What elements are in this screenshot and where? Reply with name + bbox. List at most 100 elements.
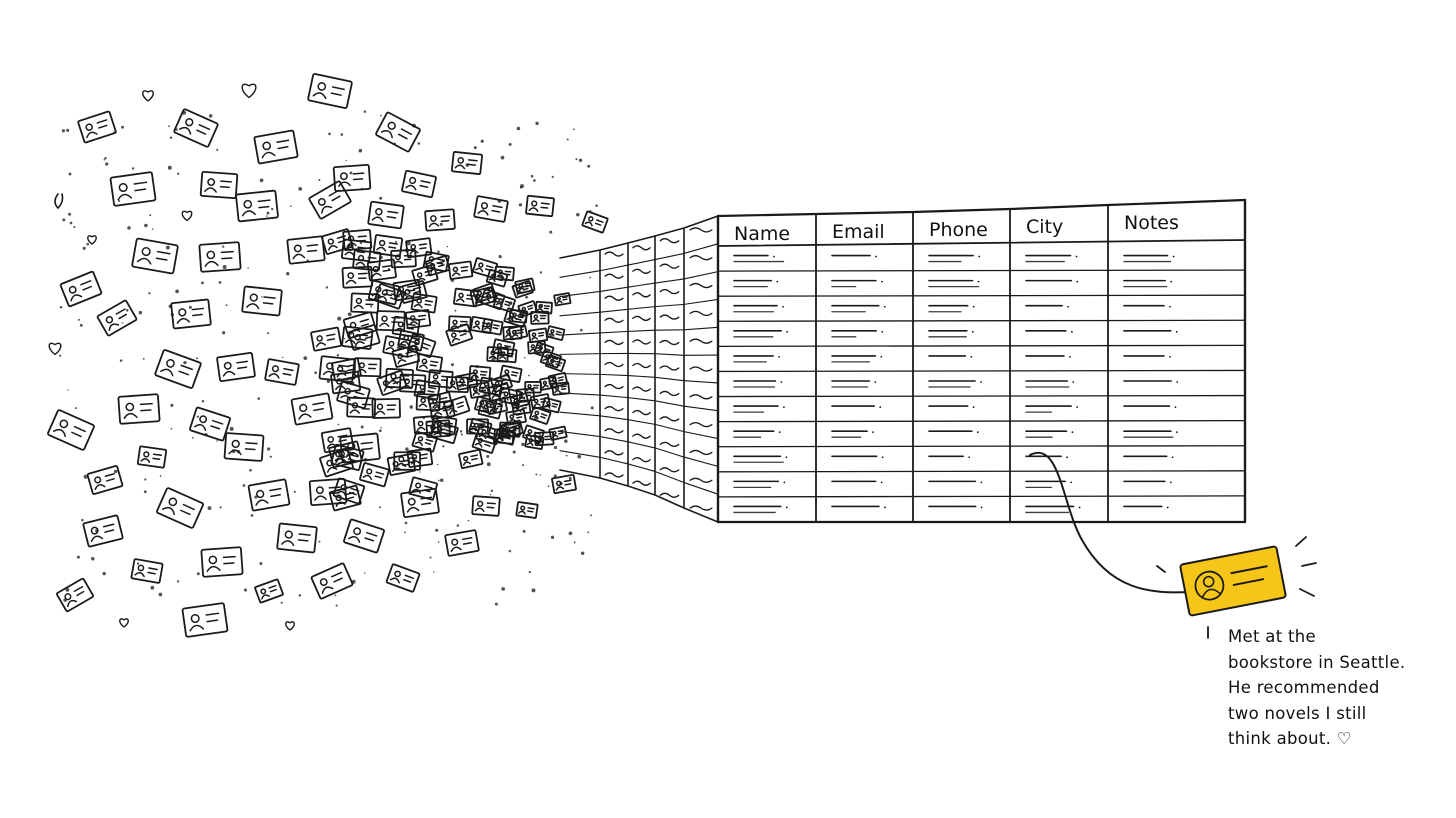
contact-card-icon [367,279,400,306]
contact-card-icon [307,73,353,109]
contact-card-icon [59,270,103,308]
contact-card-icon [393,451,421,471]
heart-icon [181,210,193,222]
contact-card-icon [553,292,572,307]
contact-card-icon [332,164,372,192]
column-header-email: Email [832,221,885,243]
contact-card-icon [223,432,265,462]
contact-card-icon [77,110,117,144]
heart-icon [87,235,97,245]
contact-card-icon [109,171,157,207]
contact-card-icon [131,237,179,275]
contact-card-icon [136,445,168,469]
contact-card-icon [398,280,428,304]
note-line: think about. ♡ [1228,729,1352,748]
contact-card-icon [498,386,522,406]
contact-card-icon [404,309,432,329]
contact-card-icon [551,473,577,495]
contact-card-icon [547,371,569,389]
contact-card-icon [448,315,472,333]
contact-card-icon [198,241,242,273]
contact-card-icon [533,341,555,360]
contact-card-icon [548,425,568,441]
contact-card-icon [474,395,498,415]
contact-card-icon [385,563,421,593]
contact-card-icon [199,171,239,199]
contact-card-icon [375,310,406,332]
contact-card-icon [405,237,433,259]
column-header-city: City [1026,216,1063,238]
contact-card-icon [86,465,124,495]
contact-card-icon [372,234,404,258]
contact-card-icon [346,396,377,419]
contact-card-icon [499,422,522,439]
contact-card-icon [342,311,377,340]
contact-card-icon [445,376,470,394]
contact-card-icon [117,393,161,425]
contact-card-icon [332,477,366,505]
contact-card-icon [310,562,354,600]
contact-card-icon [367,200,405,230]
contact-card-icon [96,299,138,337]
highlighted-contact-card [1156,536,1317,639]
contact-card-icon [382,335,411,358]
contact-card-icon [539,375,558,391]
contact-card-icon [444,529,480,557]
contact-card-icon [130,558,164,584]
note-line: bookstore in Seattle. [1228,652,1406,672]
contact-card-icon [545,325,566,341]
contact-card-icon [189,406,231,442]
contact-card-icon [341,265,374,289]
contact-card-icon [350,292,380,314]
contact-card-icon [515,501,539,519]
contact-card-icon [216,351,256,383]
contact-card-icon [472,257,498,279]
contact-card-icon [170,298,212,330]
contact-card-icon [276,522,318,554]
contact-card-icon [241,285,283,317]
heart-icon [241,83,257,99]
contact-card-icon [496,347,518,364]
contact-card-icon [430,415,458,436]
heart-icon [285,621,295,631]
note-line: He recommended [1228,678,1380,697]
contact-card-icon [475,424,501,446]
contact-card-icon [82,514,124,548]
contact-card-icon [511,280,534,299]
contact-card-icon [469,286,496,308]
contact-card-icon [471,495,501,517]
contact-card-icon [450,151,484,175]
contact-card-icon [254,578,284,604]
column-header-phone: Phone [929,219,988,241]
contact-card-icon [253,129,299,165]
contact-card-icon [56,577,94,613]
contact-card-icon [286,235,326,265]
contact-note: Met at the bookstore in Seattle. He reco… [1228,624,1428,752]
contact-card-icon [320,427,355,454]
contact-card-icon [330,357,362,382]
contact-card-icon [424,208,456,232]
contact-card-icon [411,430,438,453]
contact-card-icon [422,250,450,273]
contact-card-icon [494,265,515,282]
contact-card-icon [413,379,441,401]
contact-card-icon [458,448,484,470]
contact-card-icon [181,602,229,638]
contact-card-icon [343,518,385,554]
contact-card-icon [340,238,372,262]
contact-card-icon [524,434,545,450]
column-header-notes: Notes [1124,212,1179,234]
contacts-table [716,198,1247,524]
contact-card-icon [200,546,244,578]
note-line: two novels I still [1228,703,1367,723]
contact-card-icon [447,260,474,280]
contact-card-icon [581,210,609,234]
contact-card-icon [486,382,512,403]
contact-card-icon [247,478,291,512]
column-header-name: Name [734,223,790,245]
contact-card-icon [401,169,437,199]
contact-card-icon [371,397,401,419]
contact-card-icon [173,108,219,148]
contact-card-icon [366,258,397,282]
